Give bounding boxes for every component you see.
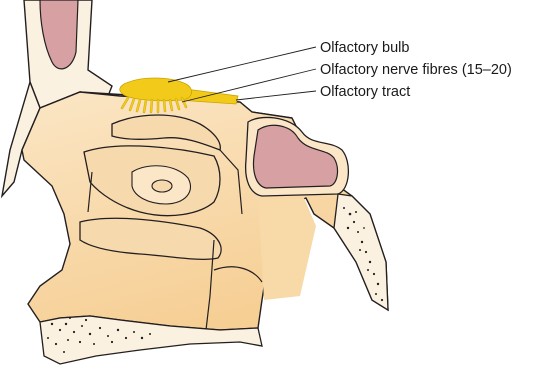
sphenoid-sinus (246, 117, 349, 196)
olfactory-nerve-fibres-label: Olfactory nerve fibres (15–20) (320, 63, 512, 78)
leader-tract (236, 91, 316, 100)
pterygoid-plate (334, 194, 388, 310)
frontal-bone (24, 0, 112, 108)
olfactory-bulb-label: Olfactory bulb (320, 41, 409, 56)
olfactory-bulb (120, 78, 192, 101)
leader-bulb (168, 47, 316, 82)
olfactory-tract-label: Olfactory tract (320, 85, 410, 100)
